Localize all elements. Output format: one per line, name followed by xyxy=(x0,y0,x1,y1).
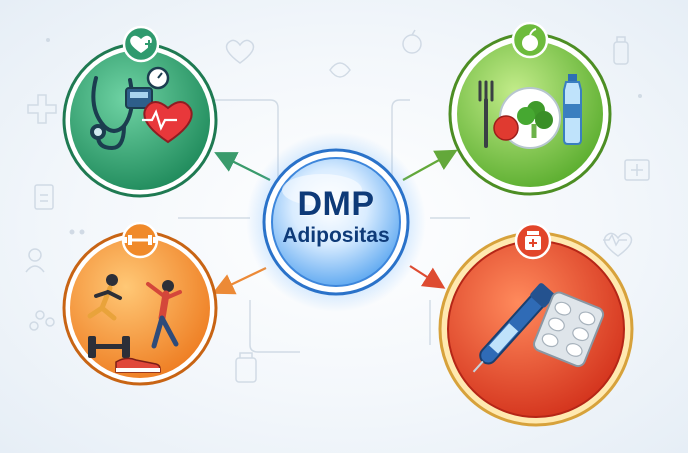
water-bottle-icon xyxy=(563,74,582,145)
medication-node[interactable] xyxy=(438,222,634,427)
center-node[interactable] xyxy=(246,132,426,312)
medication-badge xyxy=(514,222,552,260)
sneaker-icon xyxy=(115,357,161,373)
heartbeat-outline-icon xyxy=(603,232,633,257)
decor-dot xyxy=(69,229,75,235)
decor-dot xyxy=(79,229,85,235)
injection-pen-icon xyxy=(472,283,555,373)
dumbbell-icon xyxy=(124,235,156,245)
blood-pressure-monitor-icon xyxy=(125,66,170,109)
heart-plus-icon xyxy=(130,35,153,53)
pill-blister-icon xyxy=(533,291,605,368)
apple-icon xyxy=(522,28,538,51)
stretching-person-icon xyxy=(146,280,182,349)
connector-line xyxy=(178,99,279,180)
health-node-disc xyxy=(70,50,210,190)
heartbeat-heart-icon xyxy=(142,101,193,144)
apple-outline-icon xyxy=(402,29,422,54)
medicine-bottle-icon xyxy=(525,231,541,250)
cross-outline-icon xyxy=(27,94,57,124)
center-highlight xyxy=(282,174,362,206)
plate-vegetables-icon xyxy=(493,87,561,149)
connector-line xyxy=(249,300,300,353)
exercise-node[interactable] xyxy=(62,221,218,386)
dumbbell-icon xyxy=(88,336,130,358)
connector-line xyxy=(391,99,410,180)
health-badge xyxy=(122,25,160,63)
bottle-outline-icon xyxy=(613,36,629,65)
nutrition-badge xyxy=(511,21,549,59)
decor-dot xyxy=(46,38,50,42)
arrow-to-exercise xyxy=(212,267,267,295)
heart-outline-icon xyxy=(225,39,255,64)
clipboard-outline-icon xyxy=(34,184,54,210)
molecule-outline-icon xyxy=(29,310,55,331)
runner-icon xyxy=(87,274,122,321)
health-node[interactable] xyxy=(62,25,218,198)
jar-outline-icon xyxy=(235,352,257,383)
tomato-icon xyxy=(493,115,519,141)
nutrition-node[interactable] xyxy=(448,21,612,196)
arrow-to-medication xyxy=(409,265,446,289)
person-outline-icon xyxy=(25,248,45,273)
exercise-badge xyxy=(121,221,159,259)
decor-dot xyxy=(638,94,642,98)
first-aid-outline-icon xyxy=(624,159,650,181)
leaf-outline-icon xyxy=(329,62,351,78)
fork-icon xyxy=(478,80,494,148)
